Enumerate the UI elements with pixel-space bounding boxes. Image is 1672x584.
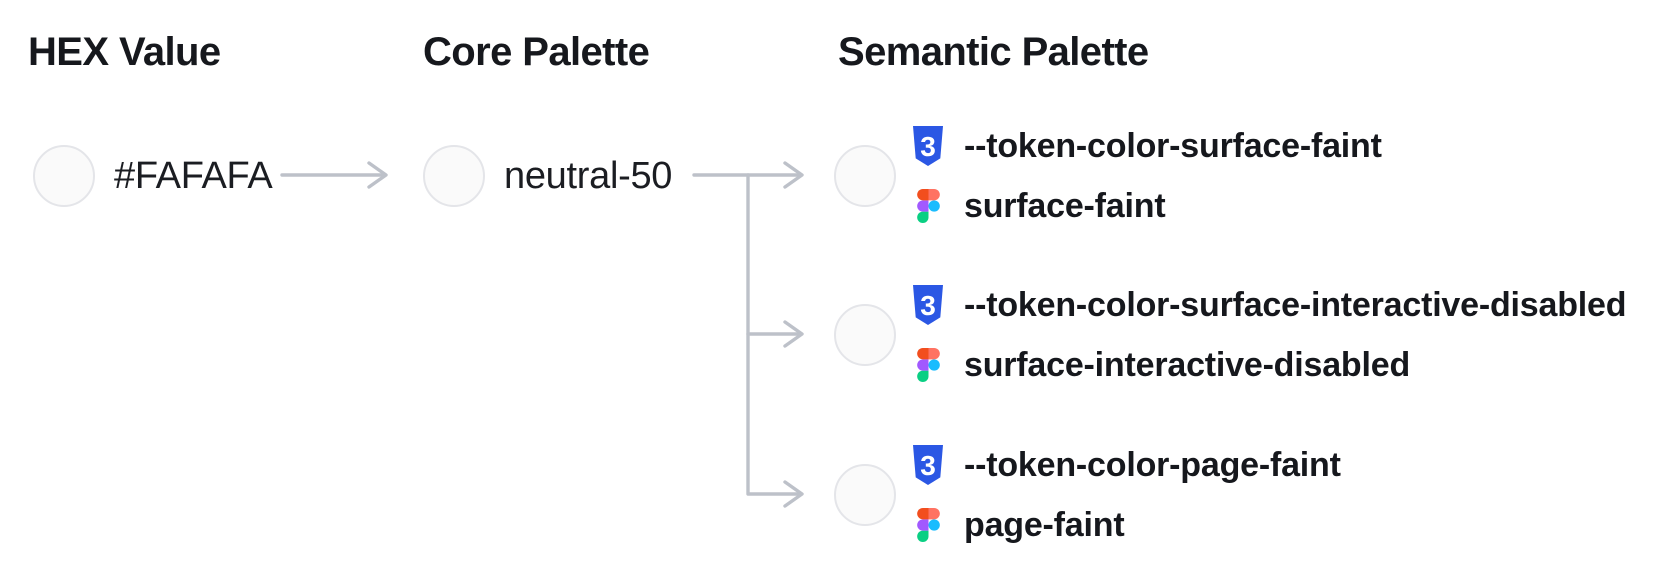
css-variable-label: --token-color-surface-faint: [964, 126, 1382, 165]
semantic-token-row: 3 --token-color-surface-faint surface-fa…: [834, 124, 1382, 228]
figma-token-label: surface-interactive-disabled: [964, 345, 1411, 384]
core-color-swatch: [423, 145, 485, 207]
figma-token-label: surface-faint: [964, 186, 1166, 225]
hex-color-swatch: [33, 145, 95, 207]
css3-icon: 3: [909, 126, 947, 166]
svg-text:3: 3: [920, 450, 936, 481]
column-header-semantic-palette: Semantic Palette: [838, 30, 1149, 74]
branch-connector-core-to-semantic: [692, 161, 804, 508]
css-variable-label: --token-color-surface-interactive-disabl…: [964, 285, 1627, 324]
figma-token-label: page-faint: [964, 505, 1125, 544]
hex-value-label: #FAFAFA: [114, 154, 273, 197]
column-header-core-palette: Core Palette: [423, 30, 650, 74]
svg-text:3: 3: [920, 131, 936, 162]
column-header-hex-value: HEX Value: [28, 30, 221, 74]
svg-text:3: 3: [920, 290, 936, 321]
core-palette-label: neutral-50: [504, 154, 673, 197]
figma-icon: [909, 189, 947, 223]
hex-value-node: #FAFAFA: [33, 145, 273, 207]
css3-icon: 3: [909, 445, 947, 485]
semantic-token-row: 3 --token-color-surface-interactive-disa…: [834, 283, 1627, 387]
arrow-hex-to-core: [280, 161, 388, 189]
figma-icon: [909, 348, 947, 382]
semantic-color-swatch: [834, 464, 896, 526]
css-variable-label: --token-color-page-faint: [964, 445, 1341, 484]
core-palette-node: neutral-50: [423, 145, 672, 207]
semantic-color-swatch: [834, 145, 896, 207]
figma-icon: [909, 508, 947, 542]
semantic-color-swatch: [834, 304, 896, 366]
css3-icon: 3: [909, 285, 947, 325]
semantic-token-row: 3 --token-color-page-faint page-faint: [834, 443, 1341, 547]
